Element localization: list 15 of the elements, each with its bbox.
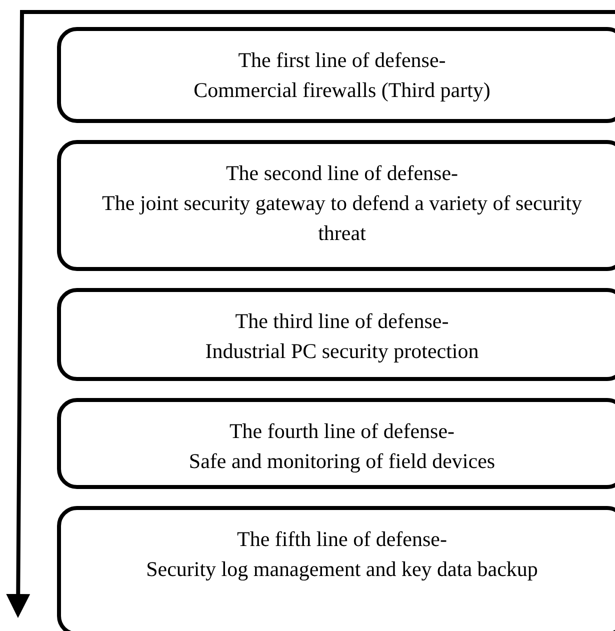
- box-body: Industrial PC security protection: [205, 338, 479, 365]
- box-heading: The third line of defense-: [235, 308, 449, 335]
- box-body: Commercial firewalls (Third party): [194, 77, 490, 104]
- box-heading: The fifth line of defense-: [237, 526, 447, 553]
- rounded-box: [57, 288, 615, 381]
- rounded-box: [57, 506, 615, 631]
- box-body: Safe and monitoring of field devices: [188, 448, 496, 475]
- box-heading: The second line of defense-: [226, 160, 458, 187]
- box-body: Security log management and key data backup: [146, 556, 538, 583]
- rounded-box: [57, 398, 615, 489]
- box-body: The joint security gateway to defend a variety of security threat: [101, 190, 583, 247]
- box-heading: The fourth line of defense-: [229, 418, 455, 445]
- rounded-box: [57, 27, 615, 123]
- rounded-box: [57, 140, 615, 271]
- box-heading: The first line of defense-: [238, 47, 446, 74]
